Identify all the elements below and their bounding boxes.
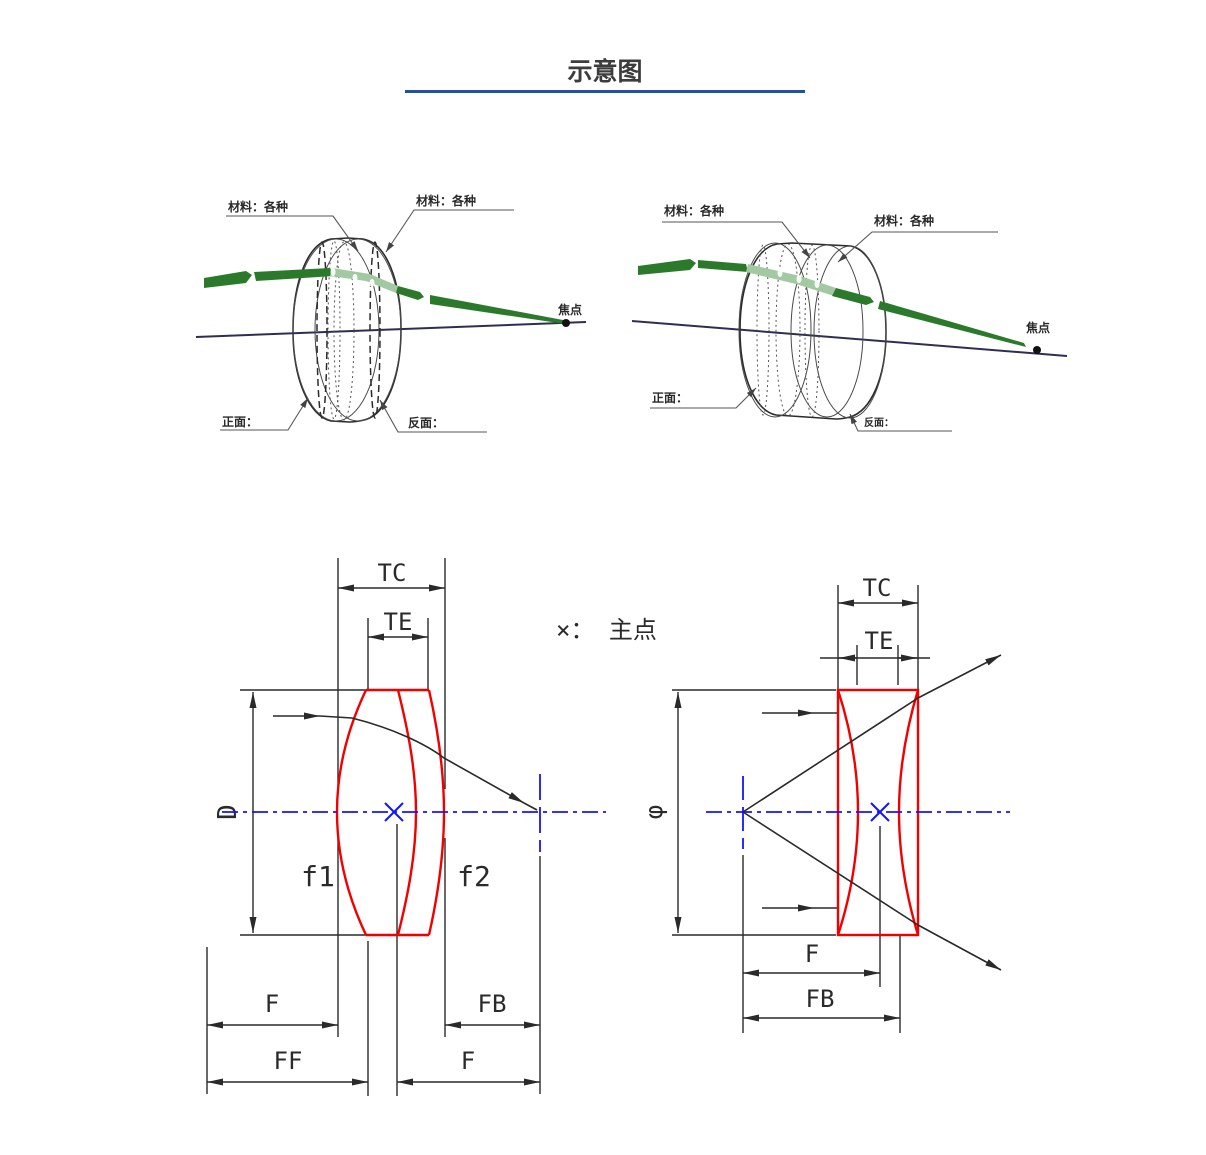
back-surface-dashed [369,241,381,419]
title-underline [405,90,805,93]
dim-f-front-label: F [265,990,279,1018]
dim-f-back-label: F [461,1047,475,1075]
material-label-right: 材料：各种 [873,213,934,228]
ray-highlight [777,269,783,277]
leader-back-face [379,399,487,433]
leader-material-right [385,209,514,253]
front-surface-dashed [316,241,328,419]
ray-segment [396,286,424,300]
dim-fb-label: FB [806,985,835,1013]
ray-exit-top [917,654,1002,699]
dim-f-label: F [805,940,819,968]
surface-dotted-1 [327,240,341,420]
leader-back-face [849,413,952,432]
ray-entry [319,715,353,719]
leader-front-face [220,397,309,431]
ray-highlight [369,279,375,287]
ray-virtual-top [742,697,919,813]
ray-segment-converging [430,295,565,324]
front-face-label: 正面： [222,415,258,429]
principal-point-x [870,802,890,822]
surface-dotted-3 [804,244,820,418]
back-face-label: 反面： [408,415,444,430]
leader-material-right [837,231,998,263]
material-label-right: 材料：各种 [415,193,476,208]
principal-point-x [384,802,404,822]
ray-segment [832,288,874,305]
dim-te-label: TE [865,627,894,655]
dim-fb-label: FB [478,990,507,1018]
diagram-biconvex: TC TE D F FB FF F f [206,558,606,1096]
ray-highlight [330,268,336,276]
page-title: 示意图 [567,57,642,86]
surface-dotted-2 [333,241,355,421]
f1-label: f1 [301,860,335,893]
back-rim-ellipse [314,238,402,422]
ray-segment-inside [746,264,836,296]
focal-point-dot [1033,346,1041,354]
focal-point-dot [562,319,570,327]
material-label-left: 材料：各种 [663,203,724,218]
ray-segment [698,260,748,272]
front-face-label: 正面： [652,391,688,405]
leader-front-face [650,387,757,409]
diagram-biconcave: TC TE φ F FB [640,574,1010,1033]
ray-segment [638,259,696,275]
dim-phi-label: φ [640,805,668,819]
axis-group [222,774,606,852]
ray-virtual-bottom [742,811,919,926]
optical-axis-line [631,320,1068,357]
ray-segment-inside [330,268,398,293]
focus-label: 焦点 [1025,320,1050,335]
ray-exit-bottom [917,924,1002,971]
dim-te-label: TE [384,608,413,636]
front-rim-ellipse [292,238,380,422]
surface-dotted-1 [756,244,770,416]
ray-to-focus [523,802,538,811]
dim-tc-label: TC [378,559,407,587]
ray-segment-converging [878,301,1026,347]
header: 示意图 [405,57,805,93]
ray-highlight [796,275,802,283]
lens3d-right: 材料：各种 材料：各种 正面： 反面： 焦点 [631,203,1068,432]
focus-label: 焦点 [557,302,582,317]
mid-rim-ellipse [790,244,864,418]
dim-tc-label: TC [863,574,892,602]
ray-segment [204,271,252,288]
lens3d-left: 材料：各种 材料：各种 正面： 反面： 焦点 [195,193,587,433]
back-rim-ellipse [813,245,887,419]
front-rim-ellipse [738,242,812,418]
ray-highlight [814,280,820,288]
ray-segment [254,268,334,281]
f2-label: f2 [457,860,491,893]
leader-material-left [226,215,359,252]
ray-refracted [351,717,525,804]
surface-dotted-2 [775,243,801,417]
leader-material-left [662,221,811,259]
dim-ff-label: FF [274,1047,303,1075]
material-label-left: 材料：各种 [227,199,288,214]
back-face-label: 反面： [864,416,894,429]
optical-axis-line [195,321,587,338]
principal-point-note: ×： 主点 [556,616,657,644]
ray-highlight [352,274,358,282]
